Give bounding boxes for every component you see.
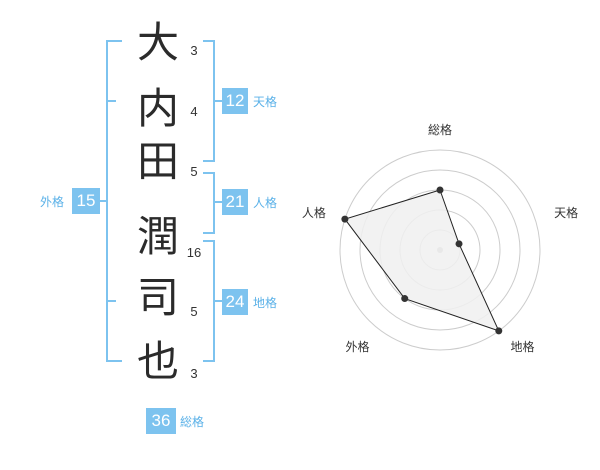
stroke-count-6: 3 — [190, 366, 198, 381]
jinkaku-score-badge: 21 — [222, 189, 248, 215]
radar-axis-label-5: 人格 — [302, 205, 326, 220]
radar-value-polygon — [344, 189, 500, 332]
gaikaku-bracket — [106, 40, 122, 362]
chikaku-score-badge: 24 — [222, 289, 248, 315]
radar-grid-ring-5 — [339, 149, 541, 351]
radar-point-3 — [495, 327, 503, 335]
name-char-1: 大 — [136, 18, 179, 67]
chikaku-label: 地格 — [253, 296, 278, 310]
soukaku-label: 総格 — [180, 415, 205, 429]
radar-axis-label-3: 地格 — [511, 339, 535, 354]
radar-axis-label-4: 外格 — [345, 339, 369, 354]
radar-point-1 — [436, 186, 444, 194]
radar-axis-label-1: 総格 — [428, 122, 452, 137]
chikaku-bracket-tick — [213, 300, 223, 302]
stroke-count-3: 5 — [190, 164, 198, 179]
name-char-3: 田 — [136, 137, 179, 186]
stroke-count-5: 5 — [190, 304, 198, 319]
stroke-count-4: 16 — [186, 245, 202, 260]
gaikaku-score-badge: 15 — [72, 188, 100, 214]
gaikaku-label: 外格 — [40, 195, 65, 209]
gaikaku-bracket-tick-upper — [106, 100, 116, 102]
name-char-5: 司 — [136, 273, 179, 322]
stroke-count-1: 3 — [190, 43, 198, 58]
tenkaku-label: 天格 — [253, 95, 278, 109]
gaikaku-bracket-tick-lower — [106, 300, 116, 302]
jinkaku-bracket-tick — [213, 201, 223, 203]
jinkaku-bracket — [203, 172, 215, 234]
name-char-4: 潤 — [136, 212, 179, 261]
radar-grid-ring-4 — [359, 169, 521, 331]
soukaku-score-badge: 36 — [146, 408, 176, 434]
name-char-6: 也 — [136, 337, 179, 386]
name-char-2: 内 — [136, 84, 179, 133]
radar-point-4 — [401, 295, 409, 303]
gaikaku-bracket-tick — [96, 200, 106, 202]
radar-axis-label-2: 天格 — [554, 205, 578, 220]
radar-point-5 — [341, 215, 349, 223]
tenkaku-bracket-tick — [213, 100, 223, 102]
stroke-count-2: 4 — [190, 104, 198, 119]
jinkaku-label: 人格 — [253, 196, 278, 210]
tenkaku-score-badge: 12 — [222, 88, 248, 114]
radar-point-2 — [455, 240, 463, 248]
